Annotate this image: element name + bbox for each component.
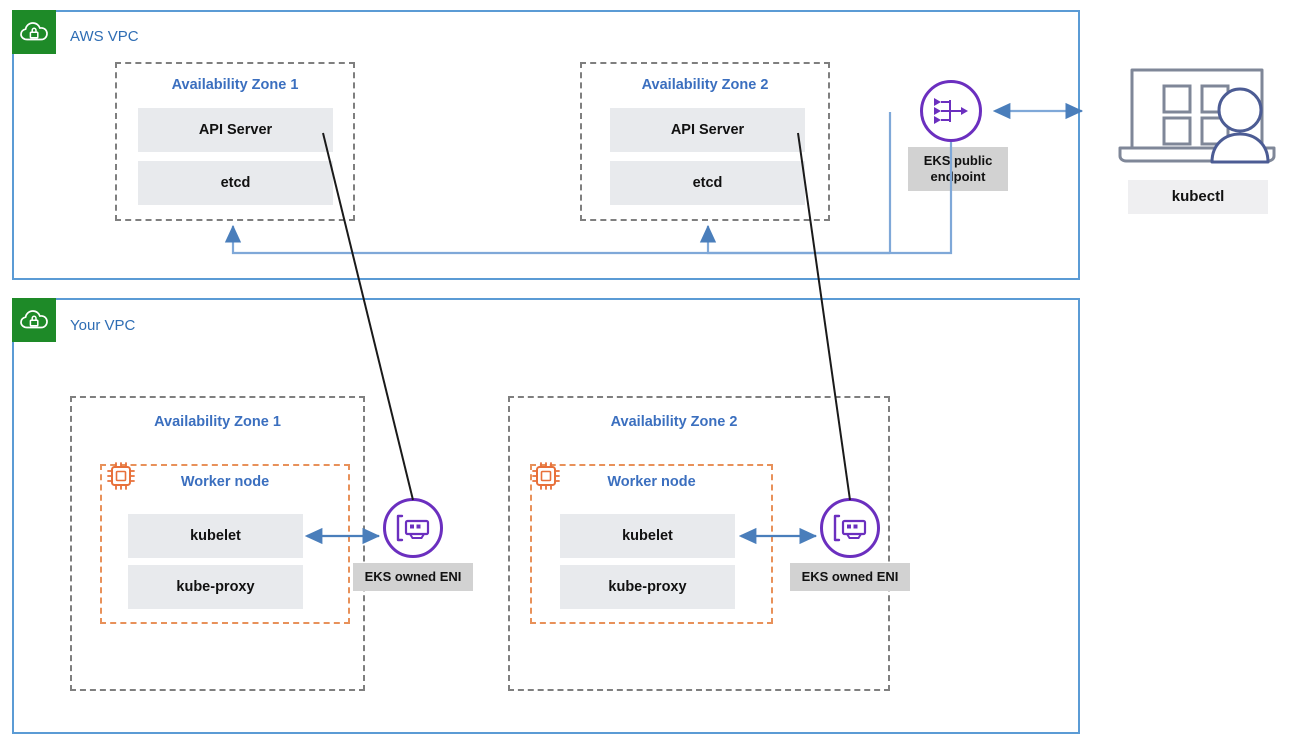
eks-endpoint-label-line1: EKS public: [923, 152, 993, 168]
kubectl-label: kubectl: [1128, 180, 1268, 214]
kube-proxy-az2: kube-proxy: [560, 565, 735, 609]
kube-proxy-az1: kube-proxy: [128, 565, 303, 609]
your-vpc-badge: [12, 298, 56, 342]
load-balancer-icon: [934, 98, 968, 124]
eks-public-endpoint-label: EKS public endpoint: [908, 147, 1008, 191]
etcd-az2: etcd: [610, 161, 805, 205]
aws-vpc-boundary: [12, 10, 1080, 280]
aws-availability-zone-2-label: Availability Zone 2: [641, 77, 769, 93]
eks-owned-eni-az1[interactable]: [383, 498, 443, 558]
cloud-lock-icon: [20, 310, 48, 329]
aws-vpc-label: AWS VPC: [70, 28, 139, 45]
your-availability-zone-2: [508, 396, 890, 691]
eks-owned-eni-az2-label: EKS owned ENI: [790, 563, 910, 591]
api-server-az2: API Server: [610, 108, 805, 152]
cpu-chip-icon: [103, 458, 139, 499]
aws-vpc-badge: [12, 10, 56, 54]
network-interface-icon: [833, 514, 867, 542]
eks-endpoint-label-line2: endpoint: [930, 169, 986, 184]
your-availability-zone-1-label: Availability Zone 1: [154, 414, 281, 430]
api-server-az1: API Server: [138, 108, 333, 152]
eks-owned-eni-az2[interactable]: [820, 498, 880, 558]
aws-availability-zone-1-label: Availability Zone 1: [171, 77, 299, 93]
worker-node-az1-label: Worker node: [180, 474, 270, 490]
eks-public-endpoint[interactable]: [920, 80, 982, 142]
etcd-az1: etcd: [138, 161, 333, 205]
your-vpc-boundary: [12, 298, 1080, 734]
network-interface-icon: [396, 514, 430, 542]
kubelet-az2: kubelet: [560, 514, 735, 558]
worker-node-az2-label: Worker node: [607, 474, 696, 490]
cloud-lock-icon: [20, 22, 48, 41]
kubelet-az1: kubelet: [128, 514, 303, 558]
cpu-chip-icon: [528, 458, 564, 499]
your-availability-zone-2-label: Availability Zone 2: [610, 414, 738, 430]
your-vpc-label: Your VPC: [70, 317, 136, 334]
laptop-user-icon: [1112, 62, 1282, 179]
eks-owned-eni-az1-label: EKS owned ENI: [353, 563, 473, 591]
